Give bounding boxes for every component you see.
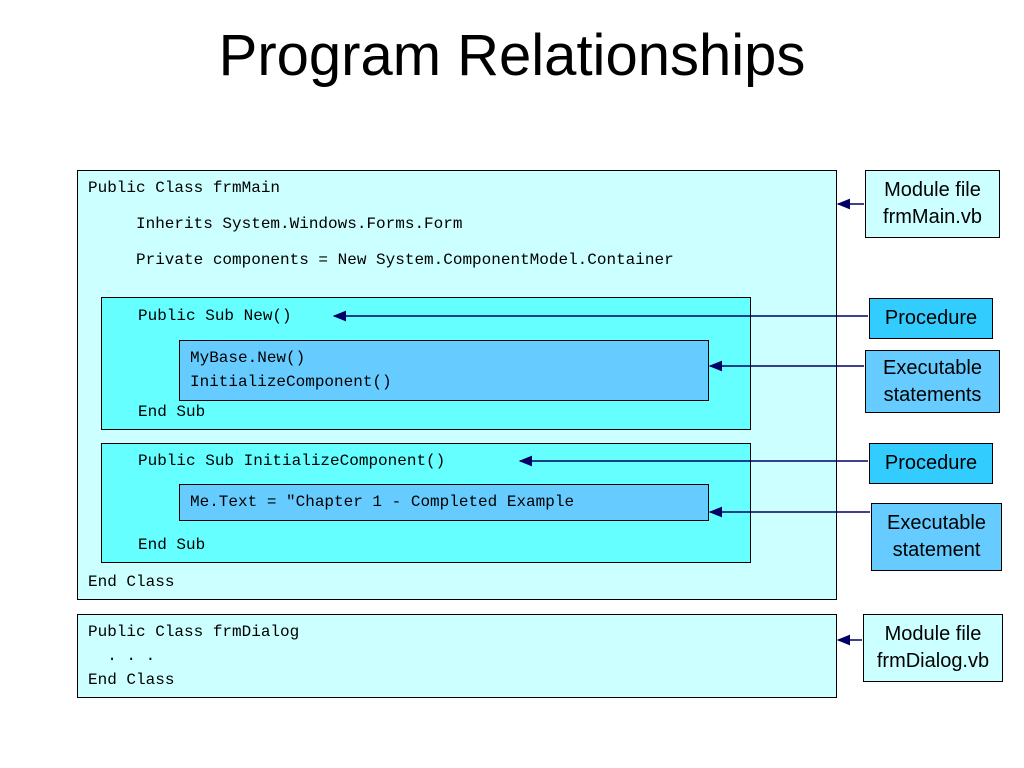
- module-file-frmmain-label: Module file frmMain.vb: [865, 170, 1000, 238]
- sub-new-statement-mybase: MyBase.New(): [190, 349, 306, 367]
- slide-title: Program Relationships: [218, 23, 806, 88]
- sub-new-end: End Sub: [138, 403, 206, 421]
- module-file-frmdialog-line2: frmDialog.vb: [876, 650, 990, 672]
- sub-new-header: Public Sub New(): [138, 307, 292, 325]
- frmdialog-end-class: End Class: [88, 671, 175, 689]
- frmmain-inherits-line: Inherits System.Windows.Forms.Form: [136, 215, 463, 233]
- procedure-label-2-text: Procedure: [884, 452, 978, 474]
- frmmain-components-line: Private components = New System.Componen…: [136, 251, 674, 269]
- module-file-frmdialog-line1: Module file: [884, 623, 982, 645]
- procedure-label-1-text: Procedure: [884, 307, 978, 329]
- executable-statement-line2: statement: [892, 539, 981, 561]
- module-file-frmmain-line2: frmMain.vb: [883, 206, 982, 228]
- executable-statements-line2: statements: [883, 383, 982, 406]
- frmdialog-class-header: Public Class frmDialog: [88, 623, 300, 641]
- procedure-label-1: Procedure: [869, 298, 993, 339]
- frmmain-end-class: End Class: [88, 573, 175, 591]
- sub-init-end: End Sub: [138, 536, 206, 554]
- sub-new-statements-box: [179, 340, 709, 401]
- sub-new-statement-initialize: InitializeComponent(): [190, 373, 392, 391]
- sub-init-statement-box: [179, 484, 709, 521]
- module-file-frmdialog-label: Module file frmDialog.vb: [863, 614, 1003, 682]
- executable-statement-label: Executable statement: [871, 503, 1002, 571]
- sub-init-header: Public Sub InitializeComponent(): [138, 452, 446, 470]
- frmmain-class-header: Public Class frmMain: [88, 179, 281, 197]
- module-file-frmmain-line1: Module file: [884, 179, 981, 201]
- executable-statements-label: Executable statements: [865, 350, 1000, 413]
- frmdialog-class-box: [77, 614, 837, 698]
- sub-init-statement-metext: Me.Text = "Chapter 1 - Completed Example: [190, 493, 575, 511]
- executable-statements-line1: Executable: [883, 356, 982, 379]
- frmdialog-ellipsis: . . .: [88, 647, 156, 665]
- executable-statement-line1: Executable: [887, 512, 986, 534]
- procedure-label-2: Procedure: [869, 443, 993, 484]
